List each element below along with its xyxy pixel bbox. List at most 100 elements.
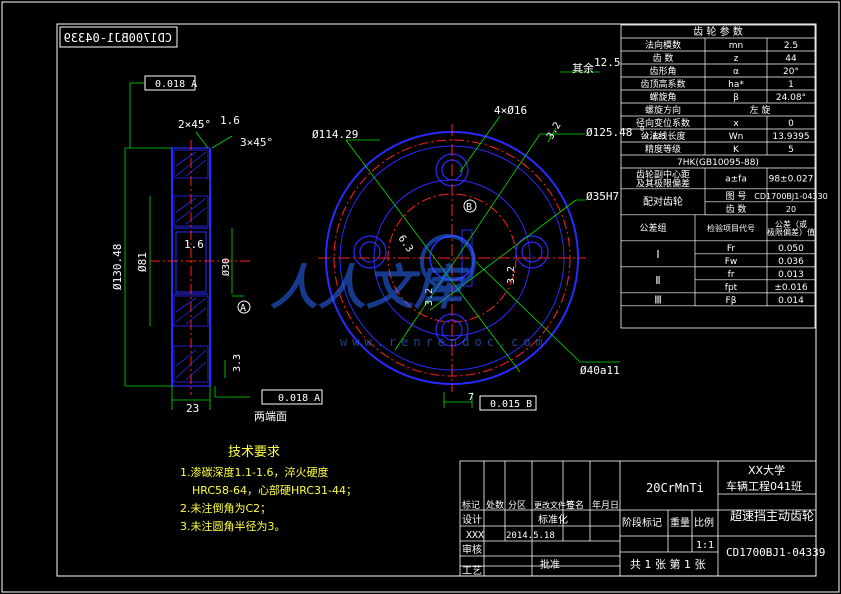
dim-3-3: 3.3 (232, 354, 243, 372)
tb-school: XX大学 (748, 463, 785, 477)
datum-a: A (240, 303, 246, 314)
watermark-text: 人人文库 (270, 260, 470, 316)
tb-scale-label: 比例 (694, 516, 714, 529)
group-item-value: 0.050 (778, 244, 804, 254)
gear-row-label: 公法线长度 (640, 130, 685, 142)
gear-row-value: 13.9395 (772, 132, 809, 142)
gear-row-symbol: 7HK(GB10095-88) (677, 158, 759, 168)
group-item-value: 0.036 (778, 257, 804, 267)
dim-7: 7 (468, 392, 474, 403)
gear-row-symbol: z (734, 54, 739, 64)
gear-row-value: 左 旋 (750, 104, 771, 116)
gear-row-label: 螺旋角 (649, 91, 676, 103)
gear-row-value: 98±0.027 (769, 174, 814, 184)
group-header-0: 公差组 (639, 222, 666, 234)
group-item-value: ±0.016 (774, 283, 808, 293)
note-both-faces: 两端面 (254, 410, 287, 423)
mate-row-label: 齿 数 (726, 203, 747, 215)
gear-table-title: 齿 轮 参 数 (693, 25, 743, 38)
title-block: 20CrMnTi XX大学 车辆工程041班 超速挡主动齿轮 CD1700BJ1… (459, 460, 825, 577)
watermark-logo (420, 234, 476, 290)
tech-req-item-4: 3.未注圆角半径为3。 (180, 519, 286, 533)
watermark-url: www.renrendoc.com (340, 335, 548, 349)
group-header-2: 公差（或极限偏差）值 (767, 219, 815, 237)
gear-row-value: 5 (788, 145, 794, 155)
group-item-code: Fr (727, 244, 736, 254)
tb-design-date: 2014.5.18 (506, 531, 555, 541)
tech-req-item-2: HRC58-64，心部硬HRC31-44； (192, 483, 357, 497)
tb-part-name: 超速挡主动齿轮 (730, 508, 814, 523)
tech-req-item-3: 2.未注倒角为C2； (180, 501, 271, 515)
gear-row-value: 2.5 (784, 41, 798, 51)
mirrored-code-box: CD1700BJ1-04339 (59, 26, 178, 48)
gear-row-label: 法向模数 (645, 39, 681, 51)
group-name: Ⅰ (656, 248, 659, 261)
group-item-code: fr (728, 270, 735, 280)
group-name: Ⅱ (655, 274, 660, 287)
dim-1-6-mid: 1.6 (184, 238, 204, 251)
tb-label-mark: 标记 (462, 499, 480, 511)
gear-row-symbol: x (733, 119, 739, 129)
tol-bottom-text: 0.018 A (278, 393, 320, 404)
gear-row-symbol: K (733, 145, 740, 155)
gear-row-symbol: ha* (728, 80, 744, 90)
tb-label-date: 年月日 (592, 499, 619, 511)
gear-row-value: 1 (788, 80, 794, 90)
datum-a-circle (237, 300, 251, 314)
tb-check-label: 审核 (462, 543, 482, 556)
tech-req-item-1: 1.渗碳深度1.1-1.6，淬火硬度 (180, 465, 328, 479)
mate-label: 配对齿轮 (643, 195, 683, 208)
gear-row-label: 齿顶高系数 (640, 78, 685, 90)
dia-114: Ø114.29 (312, 128, 358, 141)
tb-design-label: 设计 (462, 513, 482, 526)
group-item-value: 0.013 (778, 270, 804, 280)
gear-row-symbol: mn (729, 41, 743, 51)
roughness-label: 其余 (572, 61, 594, 75)
dim-dia-bore: Ø30 (220, 258, 232, 276)
datum-b-circle (463, 199, 477, 213)
gear-row-value: 24.08° (776, 93, 806, 103)
dim-width: 23 (186, 402, 199, 415)
gear-row-symbol: β (733, 93, 739, 103)
watermark: 人人文库 www.renrendoc.com (270, 234, 548, 349)
gear-row-value: 20° (783, 67, 799, 77)
dim-dia-outer: Ø130.48 (111, 244, 124, 290)
tb-stage: 阶段标记 (622, 516, 662, 529)
tb-label-sign: 签名 (566, 499, 584, 511)
gear-row-label: 螺旋方向 (645, 104, 681, 116)
roughness-value: 12.5 (594, 56, 621, 69)
tol-frame-b (479, 395, 537, 411)
holes-label: 4×Ø16 (494, 104, 527, 117)
mate-row-value: CD1700BJ1-04330 (754, 192, 827, 201)
tech-requirements: 技术要求 1.渗碳深度1.1-1.6，淬火硬度 HRC58-64，心部硬HRC3… (180, 445, 357, 533)
tb-scale: 1:1 (696, 540, 714, 551)
group-header-1: 检验项目代号 (707, 223, 755, 233)
dim-3-2b: 3.2 (424, 288, 435, 306)
gear-row-label: 齿 数 (653, 52, 674, 64)
dim-3-2c: 3.2 (506, 266, 517, 284)
tb-label-file: 更改文件号 (534, 500, 574, 510)
tol-frame-top (144, 75, 196, 91)
gear-row-value: 44 (785, 54, 797, 64)
dim-dia-mid: Ø81 (136, 252, 149, 272)
group-item-code: Fβ (726, 296, 737, 306)
inner-frame (56, 23, 817, 577)
gear-row-symbol: a±fa (725, 174, 747, 184)
datum-b: B (466, 202, 472, 213)
tb-class: 车辆工程041班 (726, 479, 802, 493)
mate-row-label: 图 号 (726, 191, 747, 202)
tech-req-title: 技术要求 (228, 445, 280, 460)
tb-process-label: 工艺 (462, 565, 482, 577)
dim-2x45: 2×45° (178, 118, 211, 131)
dim-6-3: 6.3 (396, 233, 415, 254)
bolt-holes (353, 153, 549, 347)
group-item-code: fpt (725, 283, 738, 293)
tb-std-label: 标准化 (538, 513, 568, 526)
dia-35: Ø35H7 (586, 190, 619, 203)
tol-b-text: 0.015 B (490, 399, 532, 410)
tb-code: CD1700BJ1-04339 (726, 546, 825, 559)
dim-3x45: 3×45° (240, 136, 273, 149)
tb-material: 20CrMnTi (646, 481, 704, 495)
